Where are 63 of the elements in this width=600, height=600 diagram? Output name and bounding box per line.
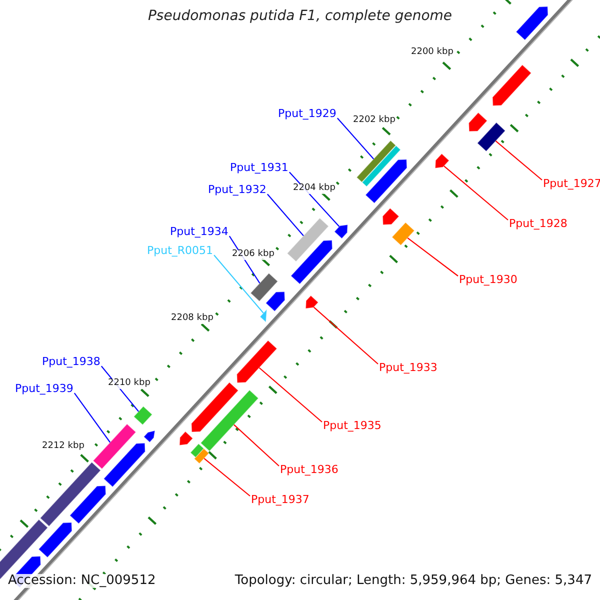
tick-label: 2200 kbp — [411, 48, 454, 58]
gene-feature — [191, 382, 239, 432]
gene-label: Pput_1934 — [170, 226, 228, 238]
gene-feature — [38, 522, 72, 558]
gene-label: Pput_1929 — [278, 108, 336, 120]
gene-label: Pput_1930 — [459, 274, 518, 286]
gene-feature — [305, 295, 319, 309]
gene-block — [391, 222, 415, 246]
leader-line — [214, 254, 264, 314]
gene-feature — [236, 340, 278, 384]
gene-feature — [259, 308, 268, 324]
leader-line — [234, 424, 280, 466]
gene-feature — [103, 442, 146, 488]
gene-block — [190, 443, 204, 458]
tick-label: 2208 kbp — [171, 314, 214, 324]
gene-feature — [265, 291, 286, 312]
gene-block — [356, 140, 396, 183]
gene-feature — [334, 224, 348, 240]
tick-label: 2204 kbp — [293, 184, 336, 194]
map-title: Pseudomonas putida F1, complete genome — [146, 9, 454, 24]
gene-feature — [468, 112, 488, 132]
gene-label: Pput_1937 — [251, 494, 310, 506]
tick-label: 2212 kbp — [42, 442, 84, 452]
accession-text: Accession: NC_009512 — [8, 574, 156, 588]
gene-label: Pput_R0051 — [147, 245, 214, 258]
leader-line — [266, 194, 304, 236]
leader-line — [495, 140, 542, 180]
leader-line — [258, 367, 322, 422]
gene-feature — [290, 240, 333, 285]
gene-label: Pput_1933 — [379, 362, 438, 374]
gene-block — [92, 423, 136, 470]
gene-label: Pput_1936 — [280, 464, 338, 476]
gene-feature — [69, 485, 106, 524]
leader-line — [407, 238, 458, 276]
gene-label: Pput_1928 — [509, 218, 568, 230]
leader-line — [74, 392, 111, 443]
gene-block — [40, 462, 102, 527]
gene-block — [194, 448, 210, 464]
leader-line — [313, 306, 378, 364]
tick-label: 2202 kbp — [353, 116, 396, 126]
gene-feature — [143, 430, 156, 443]
gene-feature — [382, 208, 400, 226]
tick-label: 2206 kbp — [232, 250, 274, 260]
gene-label: Pput_1939 — [15, 383, 74, 396]
gene-block — [133, 406, 153, 426]
gene-block — [476, 122, 506, 152]
gene-feature — [516, 6, 548, 41]
leader-line — [204, 458, 250, 496]
gene-label: Pput_1938 — [42, 356, 100, 368]
tick-label: 2210 kbp — [108, 379, 150, 389]
gene-block — [200, 390, 259, 452]
gene-feature — [434, 153, 450, 169]
gene-block — [362, 145, 402, 188]
leader-line — [444, 166, 508, 220]
gene-feature — [492, 64, 532, 106]
gene-block — [250, 272, 278, 302]
gene-feature — [179, 431, 194, 446]
gene-label: Pput_1932 — [208, 184, 266, 196]
genome-summary-text: Topology: circular; Length: 5,959,964 bp; Genes: 5,347 — [234, 574, 592, 588]
gene-label: Pput_1931 — [230, 162, 288, 174]
gene-label: Pput_1935 — [323, 420, 382, 432]
gene-block — [286, 218, 330, 262]
gene-feature — [364, 159, 408, 204]
